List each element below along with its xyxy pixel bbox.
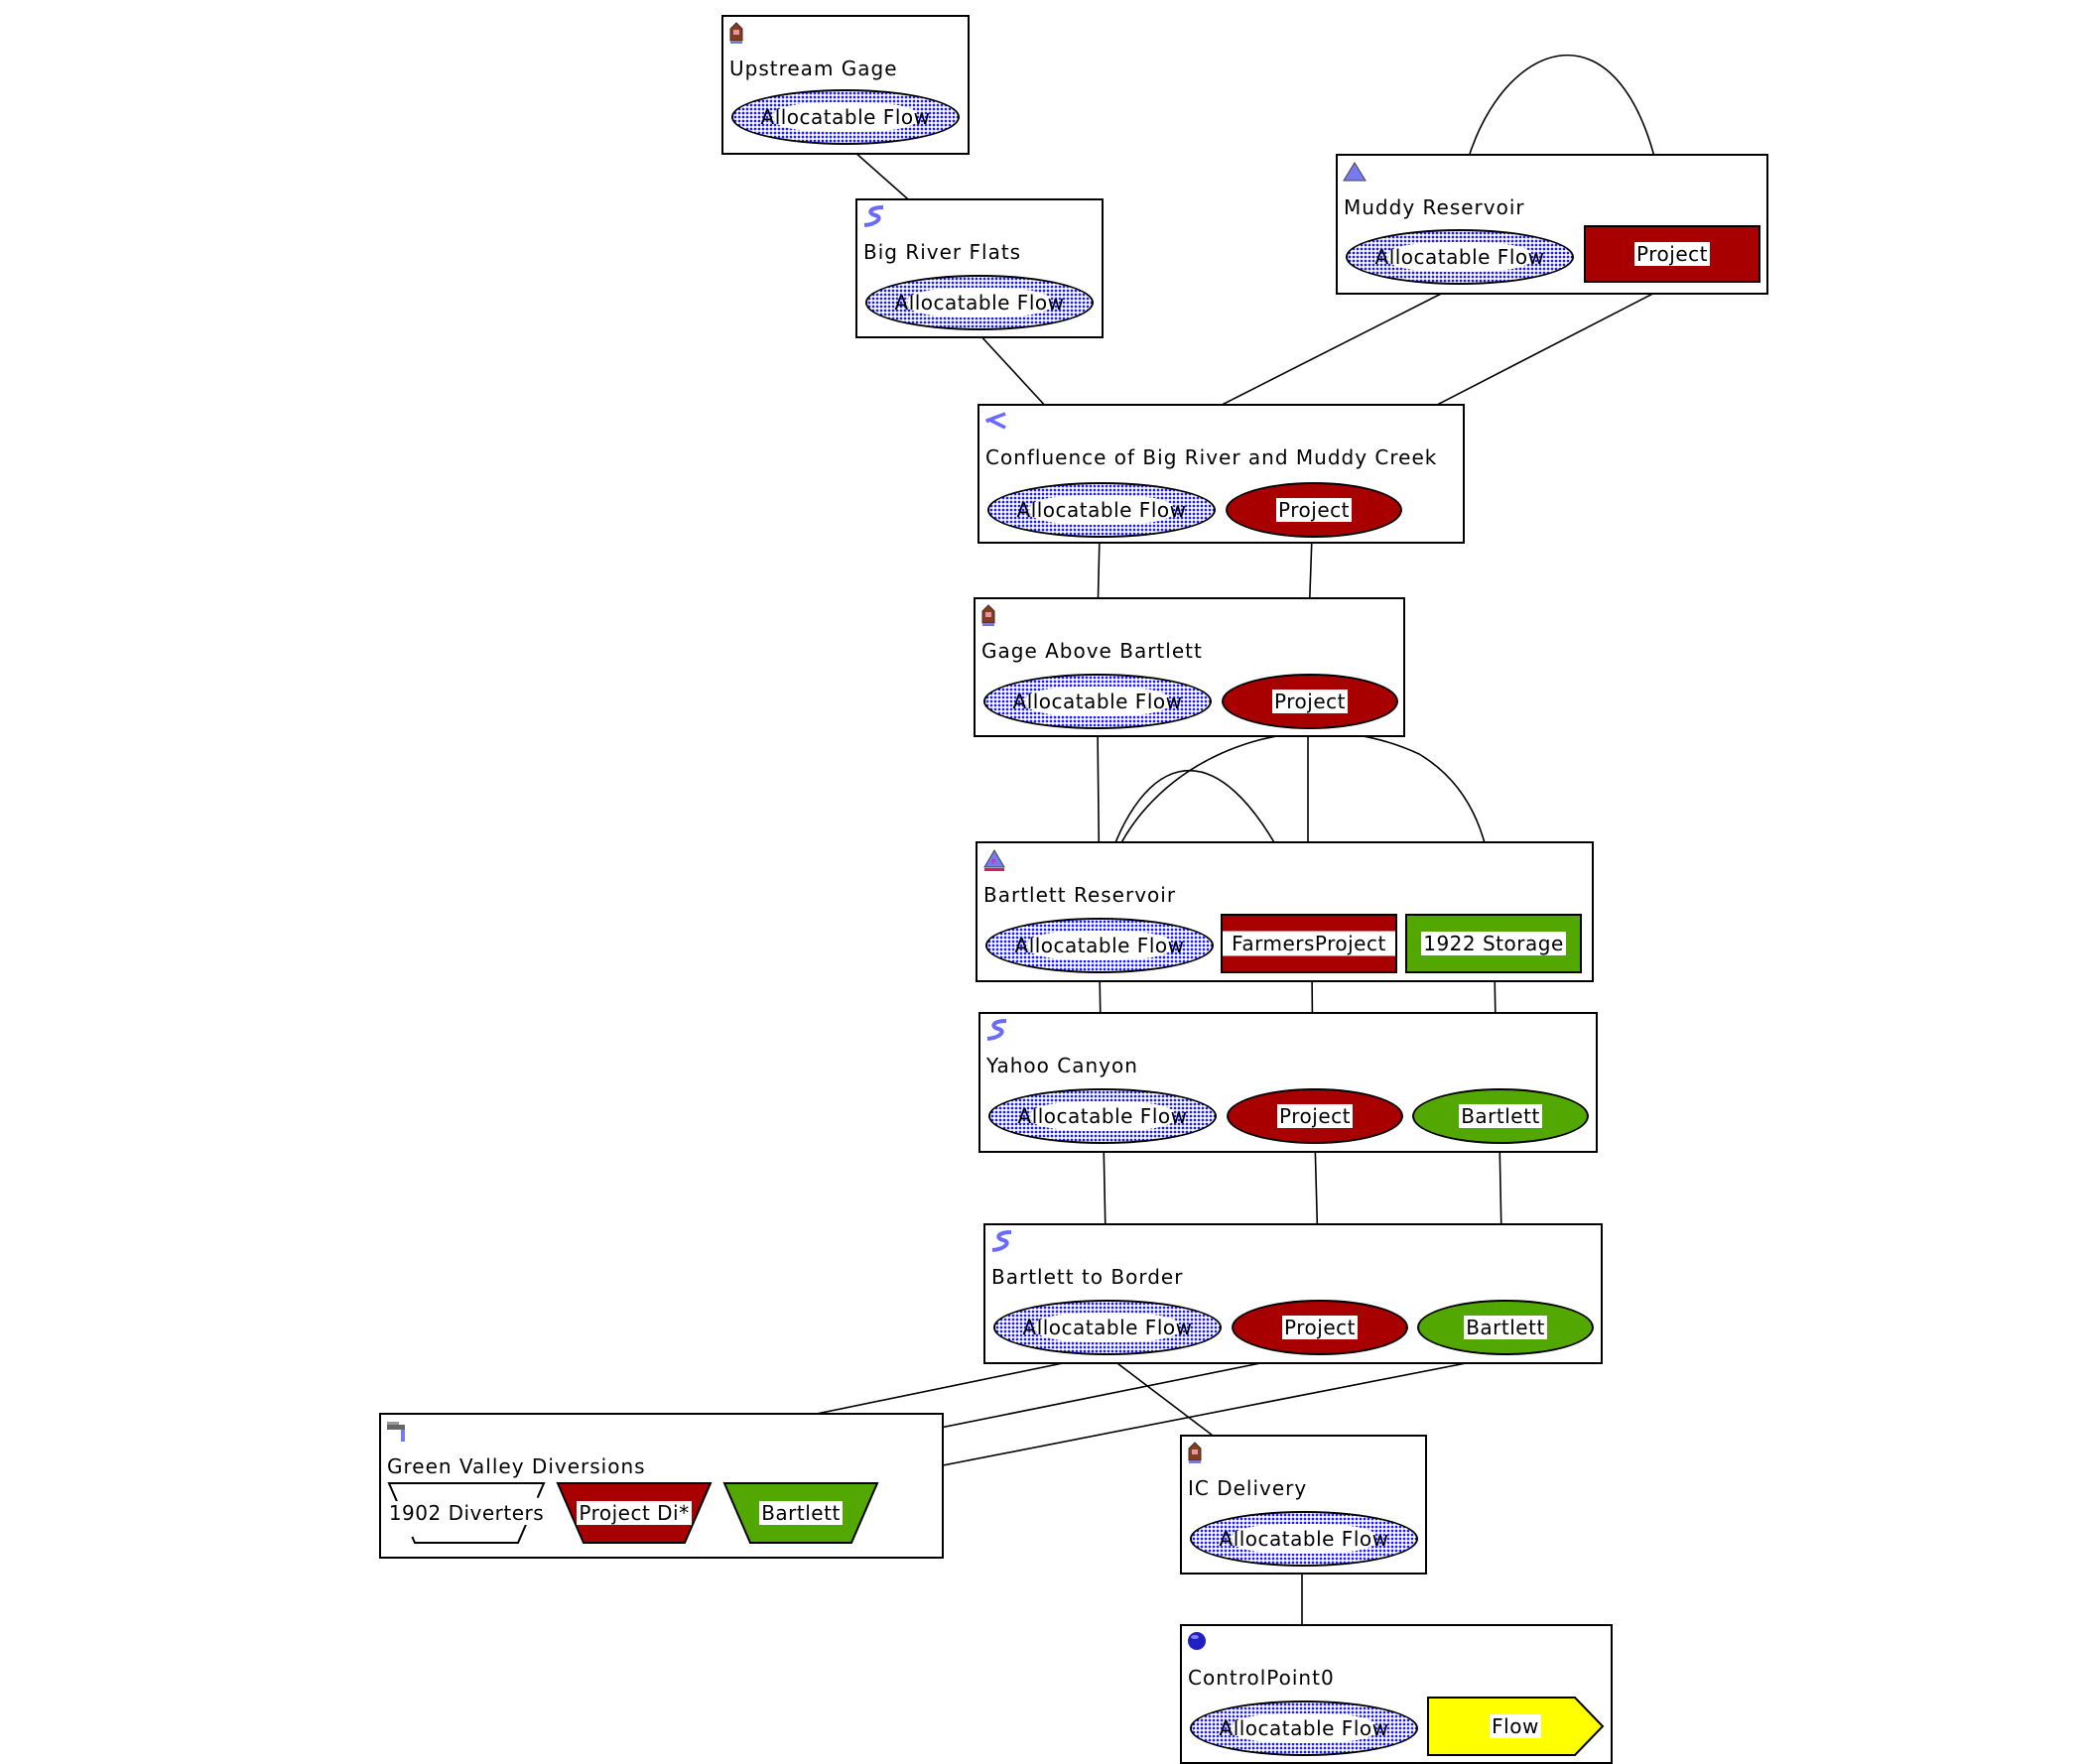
- node-title: Bartlett Reservoir: [983, 883, 1177, 907]
- river-reach-icon: [861, 204, 884, 228]
- slot-project[interactable]: Project: [1227, 1088, 1403, 1144]
- slot-allocatable-flow[interactable]: Allocatable Flow: [988, 1088, 1217, 1144]
- node-control-point0[interactable]: ControlPoint0 Allocatable Flow Flow: [1180, 1624, 1613, 1764]
- slot-bartlett[interactable]: Bartlett: [722, 1481, 879, 1545]
- slot-label: Project: [1277, 1104, 1353, 1128]
- node-title: ControlPoint0: [1188, 1666, 1335, 1690]
- slot-allocatable-flow[interactable]: Allocatable Flow: [987, 482, 1216, 538]
- slot-1902-diverters[interactable]: 1902 Diverters: [386, 1481, 547, 1545]
- slot-allocatable-flow[interactable]: Allocatable Flow: [1190, 1511, 1418, 1567]
- node-title: Confluence of Big River and Muddy Creek: [985, 445, 1438, 469]
- reservoir-icon: [1342, 160, 1367, 184]
- node-title: IC Delivery: [1188, 1476, 1308, 1500]
- slot-allocatable-flow[interactable]: Allocatable Flow: [731, 89, 960, 145]
- slot-bartlett[interactable]: Bartlett: [1412, 1088, 1589, 1144]
- node-big-river-flats[interactable]: Big River Flats Allocatable Flow: [855, 198, 1104, 338]
- slot-project[interactable]: Project: [1222, 674, 1398, 729]
- slot-allocatable-flow[interactable]: Allocatable Flow: [1190, 1701, 1418, 1756]
- node-gage-above-bartlett[interactable]: Gage Above Bartlett Allocatable Flow Pro…: [974, 597, 1405, 737]
- slot-label: Allocatable Flow: [1012, 690, 1183, 713]
- confluence-icon: [983, 410, 1006, 434]
- slot-label: Project Di*: [577, 1501, 692, 1525]
- node-title: Upstream Gage: [729, 57, 898, 80]
- svg-text:P: P: [991, 858, 995, 866]
- node-confluence[interactable]: Confluence of Big River and Muddy Creek …: [977, 404, 1465, 544]
- gage-icon: [727, 21, 749, 45]
- slot-project[interactable]: Project: [1584, 225, 1760, 283]
- node-yahoo-canyon[interactable]: Yahoo Canyon Allocatable Flow Project Ba…: [978, 1012, 1598, 1153]
- node-title: Big River Flats: [863, 240, 1022, 264]
- node-title: Green Valley Diversions: [387, 1454, 646, 1478]
- node-title: Yahoo Canyon: [986, 1054, 1138, 1077]
- slot-allocatable-flow[interactable]: Allocatable Flow: [983, 674, 1212, 729]
- link-border-bartlett-to-greenvalley: [848, 1356, 1498, 1496]
- slot-label: Allocatable Flow: [894, 291, 1065, 315]
- slot-label: 1902 Diverters: [386, 1501, 547, 1525]
- slot-project-diversion[interactable]: Project Di*: [556, 1481, 713, 1545]
- slot-farmers-project[interactable]: FarmersProject: [1221, 914, 1397, 973]
- control-point-icon: [1186, 1630, 1208, 1654]
- slot-allocatable-flow[interactable]: Allocatable Flow: [865, 275, 1094, 330]
- slot-label: Allocatable Flow: [760, 105, 931, 129]
- node-muddy-reservoir[interactable]: Muddy Reservoir Allocatable Flow Project: [1336, 154, 1768, 295]
- link-muddy-arc: [1460, 54, 1676, 201]
- slot-label: Project: [1276, 498, 1352, 522]
- river-reach-icon: [984, 1018, 1007, 1042]
- reservoir-icon: P: [981, 847, 1005, 871]
- slot-label: Allocatable Flow: [1219, 1716, 1389, 1740]
- slot-label: 1922 Storage: [1421, 932, 1566, 955]
- river-reach-icon: [989, 1229, 1012, 1253]
- slot-project[interactable]: Project: [1226, 482, 1402, 538]
- slot-label: Allocatable Flow: [1016, 498, 1187, 522]
- slot-allocatable-flow[interactable]: Allocatable Flow: [1346, 229, 1574, 285]
- slot-label: Allocatable Flow: [1014, 934, 1185, 957]
- slot-label: Allocatable Flow: [1374, 245, 1545, 269]
- diversion-faucet-icon: [385, 1419, 407, 1443]
- slot-project[interactable]: Project: [1232, 1300, 1408, 1355]
- slot-label: Allocatable Flow: [1022, 1316, 1193, 1339]
- slot-label: Bartlett: [759, 1501, 843, 1525]
- slot-flow[interactable]: Flow: [1426, 1696, 1605, 1757]
- node-green-valley-diversions[interactable]: Green Valley Diversions 1902 Diverters P…: [379, 1413, 944, 1559]
- node-bartlett-reservoir[interactable]: P Bartlett Reservoir Allocatable Flow Fa…: [976, 841, 1594, 982]
- slot-1922-storage[interactable]: 1922 Storage: [1405, 914, 1582, 973]
- slot-label: Bartlett: [1459, 1104, 1542, 1128]
- slot-label: Project: [1634, 242, 1710, 266]
- link-bartlett-arc-farmers: [1104, 770, 1313, 894]
- slot-label: Project: [1282, 1316, 1358, 1339]
- slot-allocatable-flow[interactable]: Allocatable Flow: [985, 918, 1214, 973]
- node-title: Gage Above Bartlett: [981, 639, 1203, 663]
- node-upstream-gage[interactable]: Upstream Gage Allocatable Flow: [721, 15, 970, 155]
- node-bartlett-to-border[interactable]: Bartlett to Border Allocatable Flow Proj…: [983, 1223, 1603, 1364]
- gage-icon: [1186, 1441, 1208, 1464]
- slot-label: Flow: [1490, 1714, 1541, 1738]
- slot-bartlett[interactable]: Bartlett: [1417, 1300, 1594, 1355]
- slot-label: FarmersProject: [1232, 932, 1386, 955]
- slot-label: Bartlett: [1464, 1316, 1547, 1339]
- node-title: Bartlett to Border: [991, 1265, 1184, 1289]
- node-title: Muddy Reservoir: [1344, 195, 1525, 219]
- slot-label: Allocatable Flow: [1017, 1104, 1188, 1128]
- gage-icon: [979, 603, 1001, 627]
- node-ic-delivery[interactable]: IC Delivery Allocatable Flow: [1180, 1435, 1427, 1575]
- link-bartlett-arc-storage: [1107, 731, 1506, 900]
- slot-label: Project: [1272, 690, 1348, 713]
- slot-allocatable-flow[interactable]: Allocatable Flow: [993, 1300, 1222, 1355]
- slot-label: Allocatable Flow: [1219, 1527, 1389, 1551]
